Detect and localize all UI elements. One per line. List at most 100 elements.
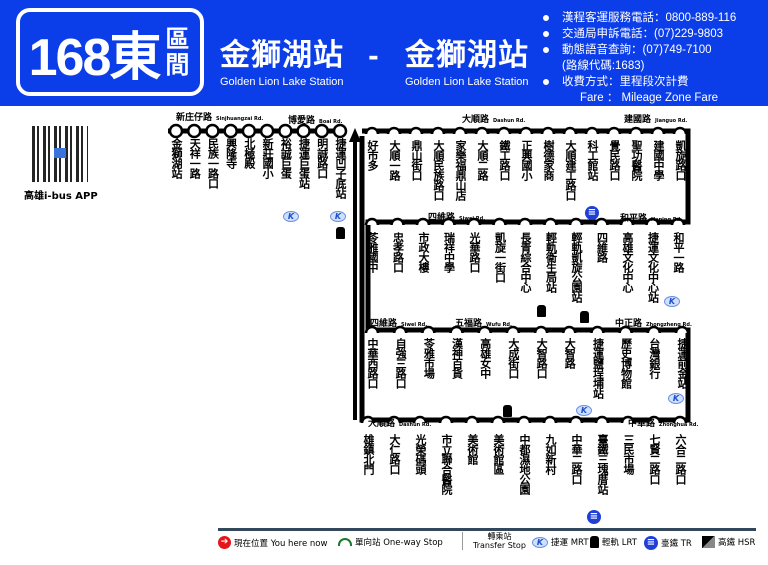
stop-marker[interactable] xyxy=(205,123,220,139)
stop-marker[interactable] xyxy=(568,217,584,226)
stop-label[interactable]: 捷運前金站 xyxy=(676,338,689,388)
stop-label[interactable]: 漢神百貨 xyxy=(450,338,464,378)
stop-label[interactable]: 鐵工路口 xyxy=(498,140,511,180)
stop-marker[interactable] xyxy=(562,325,577,334)
stop-label[interactable]: 大順建工路口 xyxy=(564,140,577,200)
stop-marker[interactable] xyxy=(332,123,348,139)
stop-label[interactable]: 瑞祥中學 xyxy=(442,232,456,272)
stop-label[interactable]: 苓雅國中 xyxy=(366,232,379,272)
stop-marker[interactable] xyxy=(390,217,405,226)
stop-label[interactable]: 高雄女中 xyxy=(478,338,492,378)
stop-label[interactable]: 大順民族路口 xyxy=(432,140,445,200)
stop-marker[interactable] xyxy=(474,126,490,135)
stop-label[interactable]: 捷運文化中心站 xyxy=(646,232,660,302)
stop-marker[interactable] xyxy=(259,123,275,139)
stop-marker[interactable] xyxy=(415,217,431,226)
stop-label[interactable]: 北極殿 xyxy=(242,138,256,168)
stop-marker[interactable] xyxy=(540,126,556,135)
stop-label[interactable]: 三民市場 xyxy=(622,434,635,474)
stop-label[interactable]: 大仁路口 xyxy=(388,434,401,474)
stop-label[interactable]: 長青綜合中心 xyxy=(519,232,532,292)
stop-label[interactable]: 雄鎮北門 xyxy=(362,434,375,474)
stop-label[interactable]: 七賢二路口 xyxy=(648,434,661,484)
stop-label[interactable]: 天祥一路 xyxy=(188,138,202,178)
stop-marker[interactable] xyxy=(452,126,468,135)
stop-marker[interactable] xyxy=(412,415,428,424)
stop-marker[interactable] xyxy=(645,217,660,226)
stop-label[interactable]: 美術館區 xyxy=(492,434,505,474)
stop-marker[interactable] xyxy=(364,325,380,334)
stop-marker[interactable] xyxy=(386,415,402,424)
stop-label[interactable]: 科工館站 xyxy=(586,140,599,180)
stop-marker[interactable] xyxy=(386,126,402,135)
stop-label[interactable]: 光華路口 xyxy=(468,232,481,272)
stop-label[interactable]: 四維路 xyxy=(595,232,609,262)
stop-marker[interactable] xyxy=(421,325,436,334)
stop-marker[interactable] xyxy=(364,126,380,135)
stop-marker[interactable] xyxy=(492,217,507,226)
stop-label[interactable]: 輕軌凱旋公園站 xyxy=(570,232,583,302)
stop-label[interactable]: 大順二路 xyxy=(476,140,489,180)
stop-marker[interactable] xyxy=(646,325,662,334)
stop-marker[interactable] xyxy=(223,123,238,139)
stop-label[interactable]: 裕誠巨蛋 xyxy=(279,138,293,178)
stop-marker[interactable] xyxy=(464,415,480,424)
stop-label[interactable]: 中華二路口 xyxy=(570,434,583,484)
stop-marker[interactable] xyxy=(314,123,330,139)
stop-label[interactable]: 市立聯合醫院 xyxy=(440,434,453,494)
stop-marker[interactable] xyxy=(543,217,558,226)
stop-marker[interactable] xyxy=(490,415,506,424)
stop-label[interactable]: 捷運凹子底站 xyxy=(334,138,347,198)
stop-marker[interactable] xyxy=(505,325,521,334)
stop-label[interactable]: 高雄文化中心 xyxy=(621,232,634,292)
stop-label[interactable]: 覺民路口 xyxy=(608,140,621,180)
stop-label[interactable]: 聖功醫院 xyxy=(630,140,643,180)
stop-label[interactable]: 大順一路 xyxy=(388,140,401,180)
stop-marker[interactable] xyxy=(168,123,184,139)
stop-marker[interactable] xyxy=(449,325,464,334)
stop-label[interactable]: 台灣銀行 xyxy=(647,338,661,378)
stop-marker[interactable] xyxy=(619,217,635,226)
stop-label[interactable]: 好市多 xyxy=(366,140,379,170)
stop-marker[interactable] xyxy=(568,415,584,424)
stop-label[interactable]: 九如新村 xyxy=(544,434,557,474)
stop-marker[interactable] xyxy=(542,415,558,424)
stop-label[interactable]: 鼎山街口 xyxy=(410,140,423,180)
stop-label[interactable]: 正興國小 xyxy=(520,140,533,180)
stop-label[interactable]: 美術館 xyxy=(466,434,479,464)
stop-label[interactable]: 輕軌衛生局站 xyxy=(544,232,558,292)
stop-label[interactable]: 建國中學 xyxy=(652,140,665,180)
stop-marker[interactable] xyxy=(590,325,605,334)
stop-label[interactable]: 臺鐵三塊厝站 xyxy=(596,434,609,494)
stop-label[interactable]: 民族一路口 xyxy=(206,138,220,188)
stop-label[interactable]: 市政大樓 xyxy=(417,232,430,272)
stop-label[interactable]: 忠孝路口 xyxy=(391,232,405,272)
stop-marker[interactable] xyxy=(594,217,609,226)
stop-marker[interactable] xyxy=(466,217,482,226)
stop-marker[interactable] xyxy=(364,217,380,226)
stop-marker[interactable] xyxy=(620,415,636,424)
stop-marker[interactable] xyxy=(441,217,456,226)
stop-label[interactable]: 苓雅市場 xyxy=(422,338,436,378)
stop-marker[interactable] xyxy=(392,325,408,334)
stop-label[interactable]: 六合二路口 xyxy=(674,434,687,484)
stop-marker[interactable] xyxy=(533,325,549,334)
stop-marker[interactable] xyxy=(278,123,293,139)
stop-marker[interactable] xyxy=(562,126,578,135)
stop-label[interactable]: 新莊國小 xyxy=(261,138,275,178)
stop-label[interactable]: 金獅湖站 xyxy=(170,138,183,178)
stop-marker[interactable] xyxy=(672,415,688,424)
stop-marker[interactable] xyxy=(518,126,534,135)
stop-marker[interactable] xyxy=(438,415,454,424)
stop-label[interactable]: 樹德家商 xyxy=(542,140,555,180)
stop-marker[interactable] xyxy=(594,415,610,424)
stop-marker[interactable] xyxy=(606,126,622,135)
stop-label[interactable]: 家樂福鼎山店 xyxy=(454,140,467,200)
stop-label[interactable]: 自強三路口 xyxy=(394,338,408,388)
stop-label[interactable]: 凱旋一街口 xyxy=(493,232,507,282)
stop-label[interactable]: 凱旋路口 xyxy=(674,140,687,180)
stop-marker[interactable] xyxy=(650,126,666,135)
qr-code[interactable] xyxy=(32,126,88,182)
stop-label[interactable]: 和平一路 xyxy=(672,232,685,272)
stop-marker[interactable] xyxy=(628,126,644,135)
